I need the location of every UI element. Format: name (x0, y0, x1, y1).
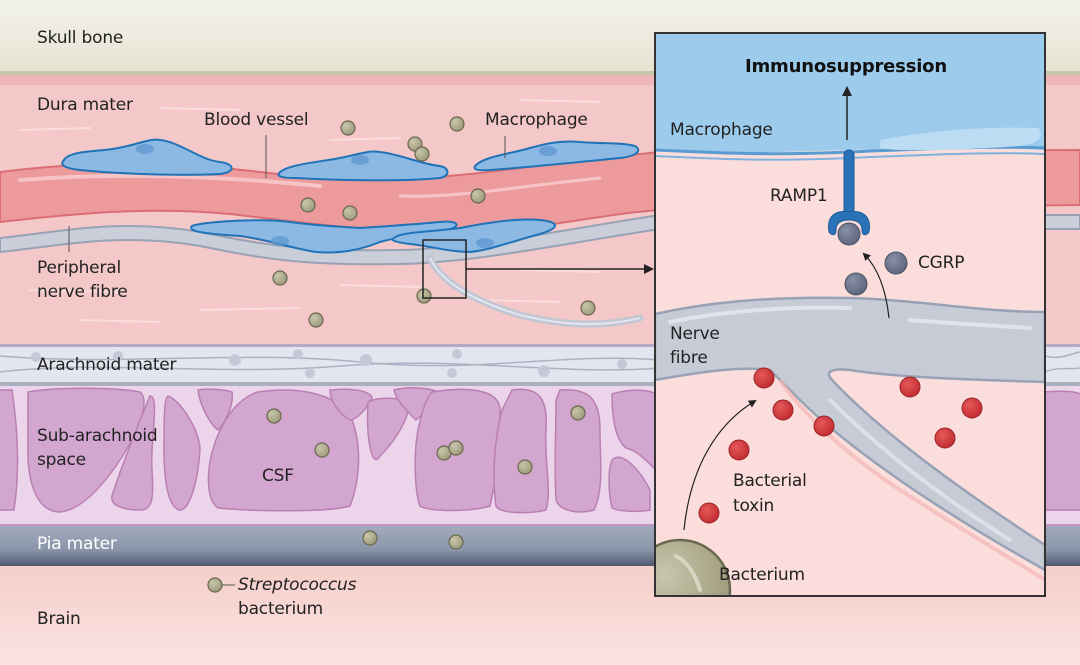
arachnoid-cell-nuclei (31, 349, 627, 378)
streptococcus-bacteria (266, 116, 596, 550)
bacterial-toxin-molecule (772, 399, 794, 421)
skull-edge (0, 71, 1080, 75)
bacterial-toxin-molecule (899, 376, 921, 398)
label-csf: CSF (262, 466, 294, 486)
inset-nerve-highlight (908, 318, 1032, 330)
label-toxin-line2: toxin (733, 496, 775, 516)
toxin-diffusion-arrow (683, 399, 757, 531)
macrophage-cell (473, 140, 640, 172)
inset-frame (654, 32, 1046, 597)
macrophage-cell (391, 218, 556, 254)
label-pia-mater: Pia mater (37, 534, 117, 554)
inset-nerve-highlight (668, 305, 852, 324)
legend-bacterium-icon (207, 577, 223, 593)
bacterial-toxin-molecule (934, 427, 956, 449)
label-dura-mater: Dura mater (37, 95, 133, 115)
inset-panel (655, 33, 1045, 596)
streptococcus-bacterium (448, 440, 464, 456)
label-inset-nerve-line2: fibre (670, 348, 708, 368)
inset-nerve-shadow (778, 378, 1045, 582)
label-brain: Brain (37, 609, 81, 629)
streptococcus-bacterium (449, 116, 465, 132)
streptococcus-bacterium (342, 205, 358, 221)
macrophage-cell (61, 138, 233, 176)
streptococcus-bacterium (580, 300, 596, 316)
streptococcus-bacterium (300, 197, 316, 213)
macrophage-nuclei (136, 144, 557, 248)
cgrp-molecule (884, 251, 908, 275)
label-subarachnoid-line2: space (37, 450, 86, 470)
label-inset-nerve-line1: Nerve (670, 324, 720, 344)
label-macrophage: Macrophage (485, 110, 588, 130)
legend-species-name: Streptococcus (238, 575, 357, 595)
label-inset-macrophage: Macrophage (670, 120, 773, 140)
label-legend-bacterium-name: Streptococcus (238, 573, 356, 597)
arachnoid-bottom-edge (0, 382, 1080, 386)
streptococcus-bacterium (340, 120, 356, 136)
label-cgrp: CGRP (918, 253, 965, 273)
streptococcus-bacterium (308, 312, 324, 328)
streptococcus-bacterium (470, 188, 486, 204)
streptococcus-bacterium (272, 270, 288, 286)
inset-bacterium (655, 538, 732, 596)
vessel-highlight (398, 176, 602, 198)
label-nerve-line1: Peripheral (37, 258, 121, 278)
streptococcus-bacterium (416, 288, 432, 304)
bacterial-toxin-molecule (813, 415, 835, 437)
label-immunosuppression: Immunosuppression (745, 56, 947, 77)
macrophage-cells (61, 138, 640, 254)
label-arachnoid-mater: Arachnoid mater (37, 355, 177, 375)
streptococcus-bacterium (448, 534, 464, 550)
cgrp-molecule (844, 272, 868, 296)
ramp1-receptor (828, 149, 870, 236)
bacterial-toxin-molecule (961, 397, 983, 419)
inset-bacterium-highlight (674, 554, 702, 592)
streptococcus-bacterium (414, 146, 430, 162)
bacterial-toxin-molecule (753, 367, 775, 389)
inset-nerve-fibre (655, 296, 1045, 572)
vessel-highlight (18, 173, 322, 188)
label-toxin-line1: Bacterial (733, 471, 807, 491)
streptococcus-bacterium (570, 405, 586, 421)
cgrp-molecules (837, 222, 908, 296)
label-blood-vessel: Blood vessel (204, 110, 309, 130)
inset-cell-highlight (880, 127, 1041, 151)
dura-top-band (0, 75, 1080, 85)
streptococcus-bacterium (517, 459, 533, 475)
nerve-branch-highlight (429, 257, 641, 326)
label-subarachnoid-line1: Sub-arachnoid (37, 426, 158, 446)
streptococcus-bacterium (266, 408, 282, 424)
bacterial-toxin-molecule (698, 502, 720, 524)
bacterial-toxin-molecule (728, 439, 750, 461)
arachnoid-top-edge (0, 344, 1080, 347)
inset-nerve-branch-highlight (828, 398, 1012, 542)
arachnoid-fibres (0, 351, 1080, 373)
streptococcus-bacterium (314, 442, 330, 458)
bacterial-toxins (698, 367, 983, 524)
label-bacterium: Bacterium (719, 565, 805, 585)
subarachnoid-bottom-edge (0, 524, 1080, 526)
cgrp-release-arrow (862, 252, 890, 319)
label-legend-bacterium-suffix: bacterium (238, 599, 323, 619)
label-nerve-line2: nerve fibre (37, 282, 128, 302)
macrophage-cell (277, 150, 449, 182)
label-ramp1: RAMP1 (770, 186, 828, 206)
cgrp-molecule-bound (837, 222, 861, 246)
label-skull-bone: Skull bone (37, 28, 124, 48)
streptococcus-bacterium (362, 530, 378, 546)
dura-fibre-streaks (19, 99, 601, 323)
